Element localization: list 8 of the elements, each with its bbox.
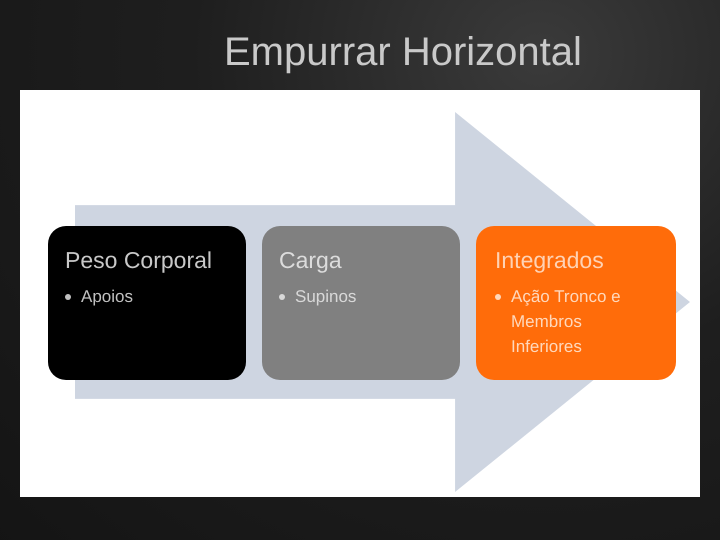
process-box — [48, 226, 246, 380]
bullet-text: Supinos — [295, 286, 356, 308]
bullet-text: Ação Tronco e Membros Inferiores — [511, 286, 622, 358]
slide-title: Empurrar Horizontal — [224, 29, 582, 76]
bullet-text: Apoios — [81, 286, 133, 308]
box-heading: Integrados — [495, 246, 604, 274]
box-heading: Carga — [279, 246, 342, 274]
box-heading: Peso Corporal — [65, 246, 212, 274]
